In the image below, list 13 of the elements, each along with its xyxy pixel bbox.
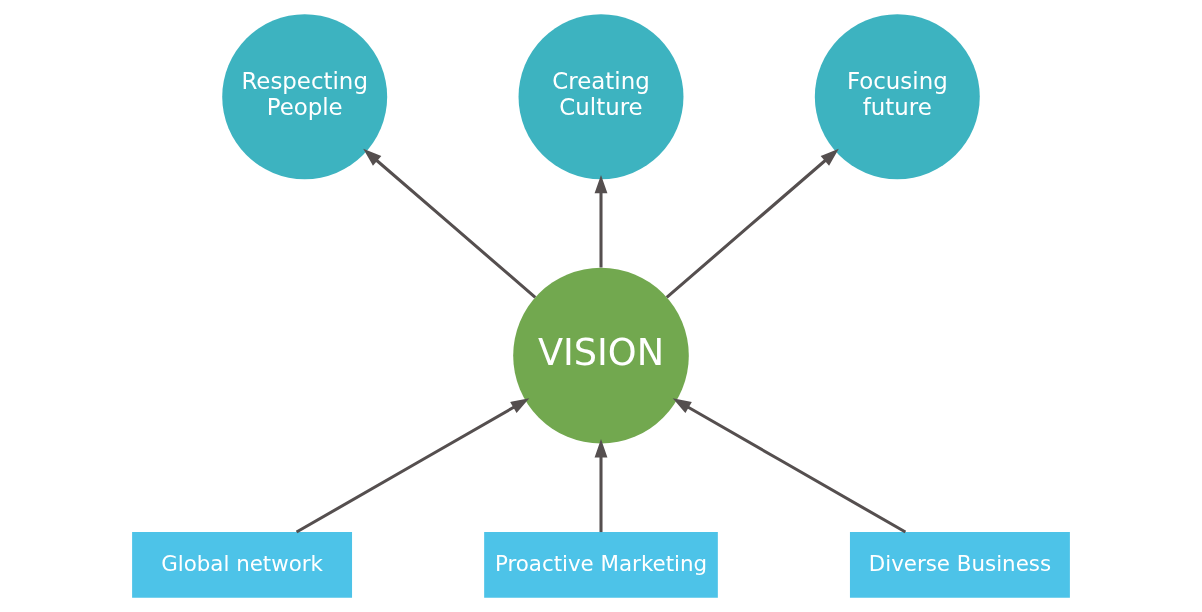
arrow	[594, 439, 608, 533]
arrow	[295, 398, 530, 534]
arrow	[672, 398, 907, 534]
node-circle: VISION	[513, 267, 689, 444]
node-circle: Respecting People	[222, 14, 388, 180]
arrow	[594, 175, 608, 268]
node-box: Diverse Business	[849, 532, 1070, 598]
arrow	[363, 148, 537, 299]
node-box: Proactive Marketing	[484, 532, 718, 598]
node-box: Global network	[132, 532, 353, 598]
node-circle: Creating Culture	[518, 14, 684, 180]
arrow	[665, 148, 839, 299]
node-circle: Focusing future	[814, 14, 980, 180]
